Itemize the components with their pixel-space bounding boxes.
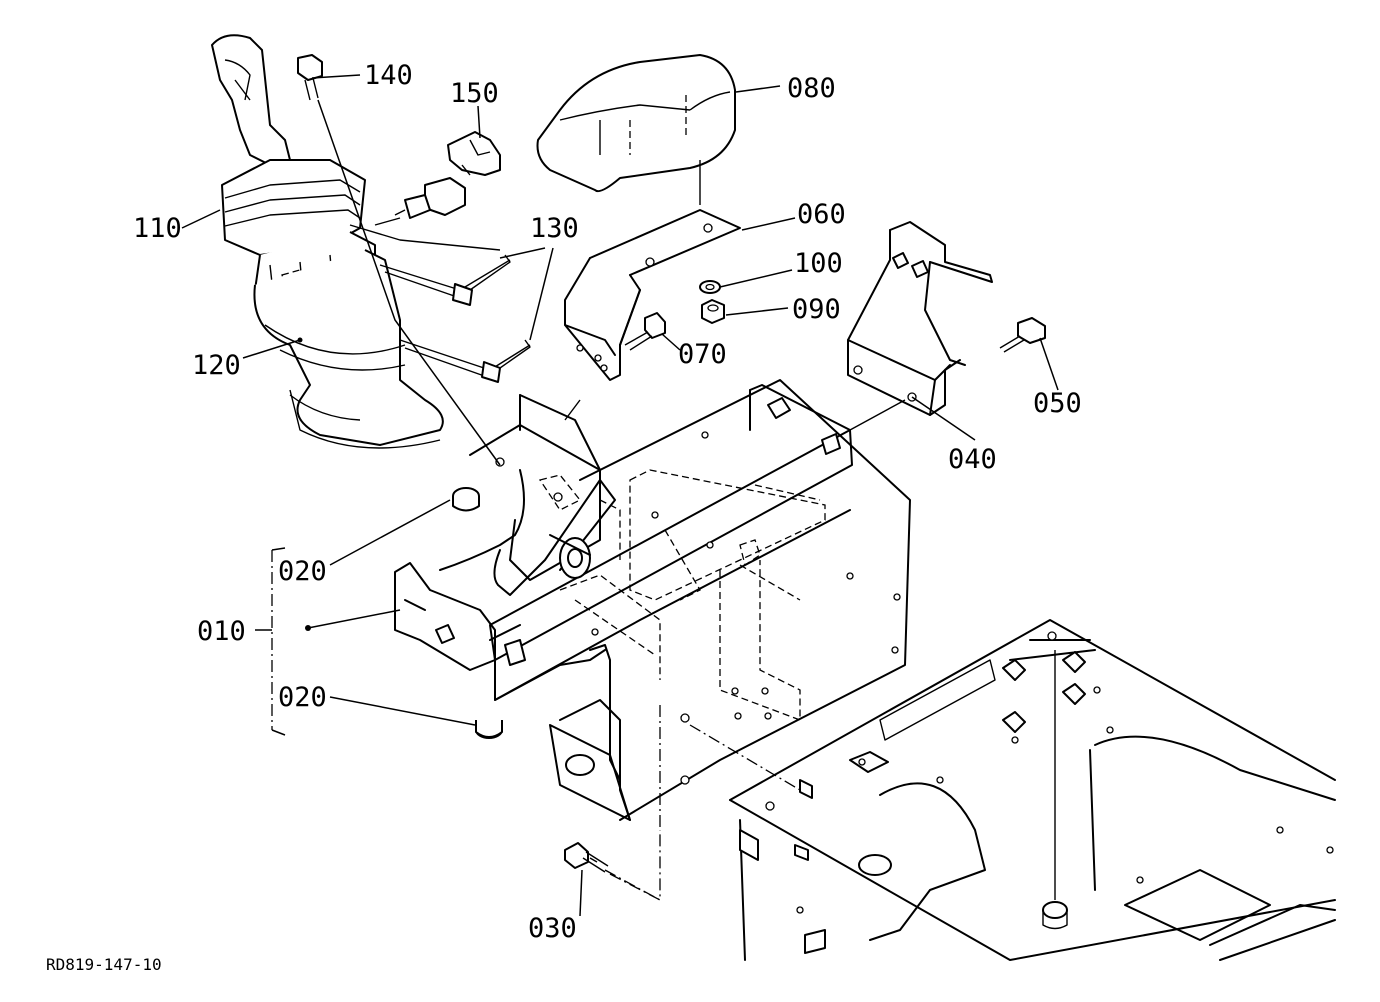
callout-020-upper: 020 <box>278 556 327 587</box>
callout-120: 120 <box>192 350 241 381</box>
callout-150: 150 <box>450 78 499 109</box>
callout-labels: 010 020 020 030 040 050 060 070 080 090 … <box>46 60 1082 974</box>
bolt-070 <box>624 312 666 351</box>
leader-lines <box>181 74 1059 917</box>
callout-060: 060 <box>797 199 846 230</box>
callout-140: 140 <box>364 60 413 91</box>
bolt-050 <box>999 317 1046 353</box>
callout-030: 030 <box>528 913 577 944</box>
dust-cups <box>452 487 503 739</box>
bolt-030 <box>564 842 661 901</box>
bracket-060 <box>564 209 741 421</box>
cable-ties <box>379 254 531 383</box>
console-frame-assembly <box>489 379 911 902</box>
joystick-lever <box>211 34 501 449</box>
callout-050: 050 <box>1033 388 1082 419</box>
callout-080: 080 <box>787 73 836 104</box>
callout-020-lower: 020 <box>278 682 327 713</box>
armrest-pad <box>536 54 736 205</box>
bracket-040 <box>847 221 993 431</box>
callout-100: 100 <box>794 248 843 279</box>
drawing-reference: RD819-147-10 <box>46 955 162 974</box>
callout-090: 090 <box>792 294 841 325</box>
connector-150 <box>374 131 501 226</box>
screw-140 <box>297 54 501 466</box>
washer-nut <box>699 280 725 324</box>
callout-110: 110 <box>133 213 182 244</box>
callout-130: 130 <box>530 213 579 244</box>
floor-frame <box>729 619 1336 961</box>
callout-070: 070 <box>678 339 727 370</box>
lever-bracket <box>394 394 621 671</box>
callout-040: 040 <box>948 444 997 475</box>
callout-010: 010 <box>197 616 246 647</box>
